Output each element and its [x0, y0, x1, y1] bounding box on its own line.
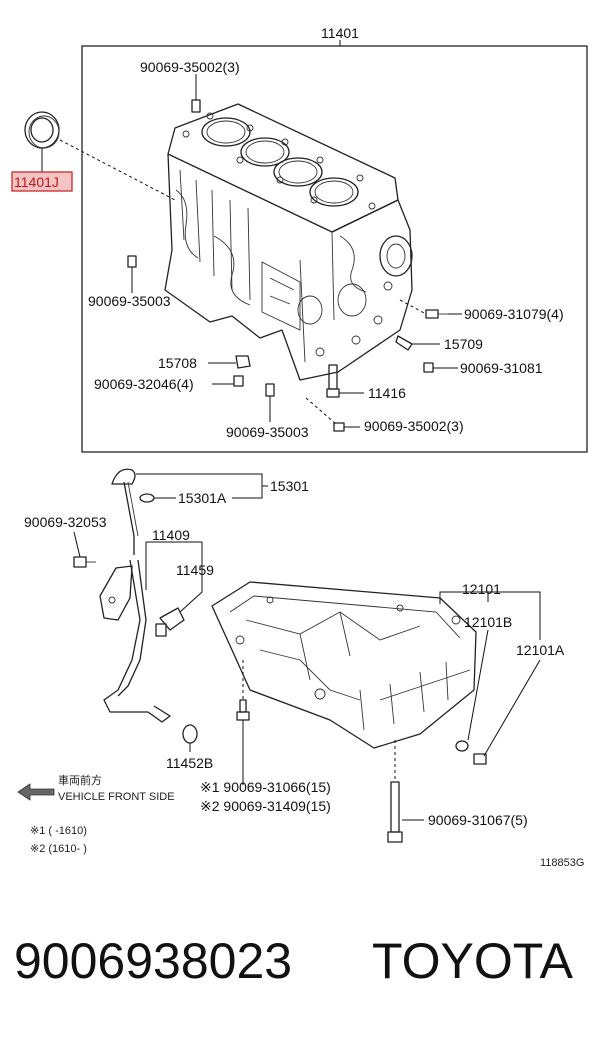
label-15709[interactable]: 15709 — [444, 336, 483, 352]
knock-pin-top-icon — [191, 99, 201, 113]
vehicle-front-arrow-icon — [17, 783, 55, 801]
label-90069-31079[interactable]: 90069-31079(4) — [464, 306, 564, 322]
label-90069-35002-top[interactable]: 90069-35002(3) — [140, 59, 240, 75]
label-15301a[interactable]: 15301A — [178, 490, 227, 506]
vehicle-front-en: VEHICLE FRONT SIDE — [58, 791, 175, 803]
o-ring-15301a-icon — [139, 493, 155, 503]
rear-oil-seal-icon — [24, 111, 60, 149]
label-90069-31081[interactable]: 90069-31081 — [460, 360, 543, 376]
label-90069-31409[interactable]: ※2 90069-31409(15) — [200, 798, 331, 814]
label-11401j[interactable]: 11401J — [14, 174, 59, 190]
label-90069-31066[interactable]: ※1 90069-31066(15) — [200, 779, 331, 795]
label-90069-32053[interactable]: 90069-32053 — [24, 514, 107, 530]
note-2: ※2 (1610- ) — [30, 843, 87, 855]
note-1: ※1 ( -1610) — [30, 825, 87, 837]
highlight-box — [11, 171, 73, 192]
label-90069-31067[interactable]: 90069-31067(5) — [428, 812, 528, 828]
label-90069-35003-a[interactable]: 90069-35003 — [88, 293, 171, 309]
pin-35002-bottom-icon — [333, 422, 345, 432]
bolt-31081-icon — [423, 362, 434, 373]
label-11452b[interactable]: 11452B — [166, 755, 213, 771]
bolt-11416-icon — [326, 364, 340, 398]
bolt-32053-icon — [73, 556, 96, 568]
label-90069-32046[interactable]: 90069-32046(4) — [94, 376, 194, 392]
cylinder-block-icon — [164, 103, 413, 381]
footer-part-number: 9006938023 — [14, 933, 293, 989]
block-assembly-frame — [81, 45, 588, 453]
knock-pin-left-icon — [127, 255, 137, 268]
drain-gasket-icon — [455, 740, 469, 752]
oil-pan-icon — [211, 581, 477, 749]
oil-dipstick-icon — [111, 468, 139, 555]
label-11409[interactable]: 11409 — [152, 527, 190, 543]
sensor-11459-icon — [155, 607, 185, 637]
pan-bolt-31067-icon — [387, 781, 403, 843]
reference-code: 118853G — [540, 857, 584, 869]
label-12101[interactable]: 12101 — [462, 581, 501, 597]
parts-diagram: 11401 90069-35002(3) 11401J 90069-35003 … — [11, 25, 588, 869]
vehicle-front-jp: 車両前方 — [58, 773, 102, 787]
drain-plug-icon — [473, 753, 487, 765]
label-12101a[interactable]: 12101A — [516, 642, 565, 658]
bolt-31079-icon — [425, 309, 448, 319]
label-15301[interactable]: 15301 — [270, 478, 309, 494]
label-11459[interactable]: 11459 — [176, 562, 214, 578]
label-90069-35003-b[interactable]: 90069-35003 — [226, 424, 309, 440]
label-11401[interactable]: 11401 — [321, 25, 359, 41]
label-15708[interactable]: 15708 — [158, 355, 197, 371]
pan-bolt-31066-icon — [236, 699, 250, 721]
gasket-11452b-icon — [182, 724, 198, 744]
footer-brand: TOYOTA — [372, 933, 573, 989]
dipstick-guide-icon — [99, 559, 171, 723]
label-12101b[interactable]: 12101B — [464, 614, 512, 630]
bolt-32046-icon — [233, 375, 244, 387]
label-90069-35002-bottom[interactable]: 90069-35002(3) — [364, 418, 464, 434]
label-11416[interactable]: 11416 — [368, 385, 406, 401]
oil-jet-15708-icon — [235, 355, 251, 369]
oil-jet-15709-icon — [395, 335, 413, 351]
knock-pin-bottom-icon — [265, 383, 275, 397]
